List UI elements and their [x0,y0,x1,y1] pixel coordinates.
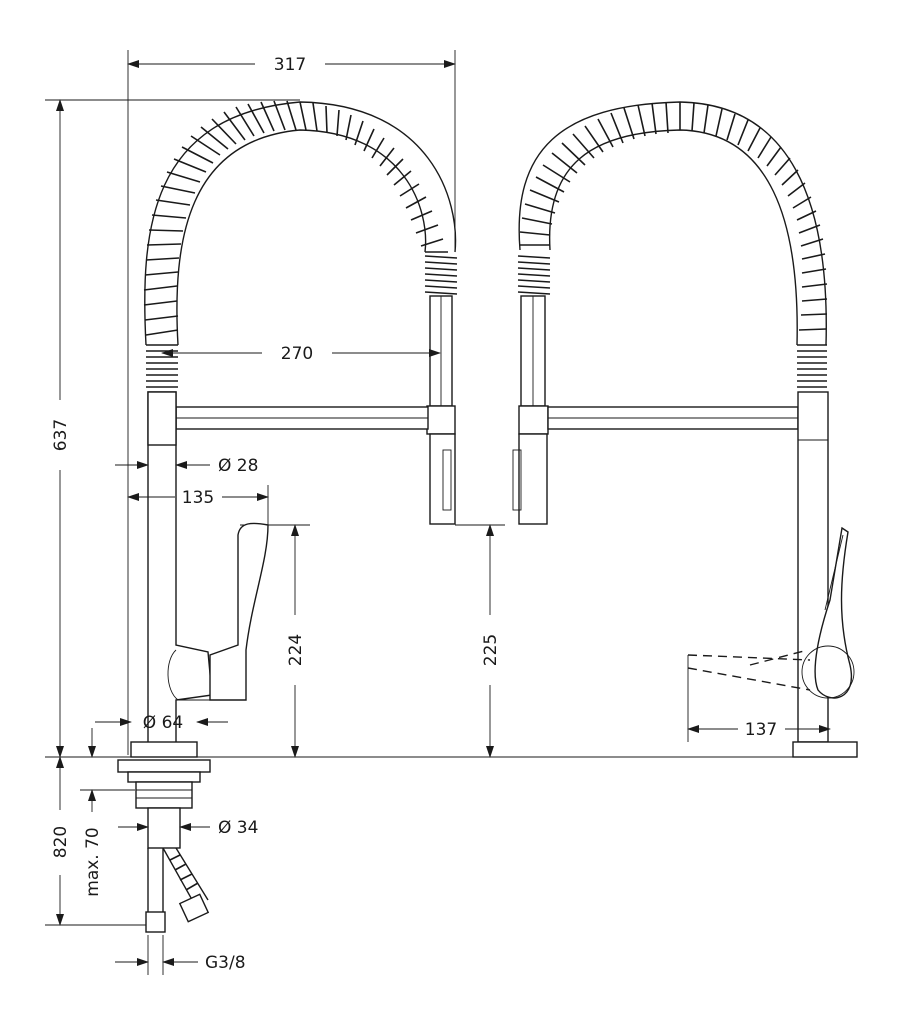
dim-base-diameter: Ø 64 [143,713,183,733]
dim-connection-thread: G3/8 [205,953,246,973]
dim-spout-reach: 270 [281,344,313,364]
dim-outlet-height: 225 [481,634,501,666]
spring-wrap-right-spout [517,255,551,295]
spring-coils-left [143,100,448,336]
faucet-front-view [117,100,458,933]
dim-width-total: 317 [274,55,306,75]
spring-coils-right [519,101,828,331]
dim-supply-length: 820 [51,826,71,858]
spring-wrap-right-body [797,344,827,388]
dimension-lines [56,60,831,966]
dim-lever-sweep: 137 [745,720,777,740]
spring-wrap-body [146,344,178,388]
dim-lever-height: 224 [286,634,306,666]
dim-lever-offset: 135 [182,488,214,508]
spring-wrap-spout [424,255,458,295]
dimension-labels: 317 637 270 Ø 28 135 224 225 Ø 64 Ø 34 m… [51,55,777,973]
dim-shank-diameter: Ø 34 [218,818,258,838]
faucet-side-view [512,101,858,758]
dim-body-diameter: Ø 28 [218,456,258,476]
dim-max-thickness: max. 70 [83,827,103,896]
dim-height-total: 637 [51,419,71,451]
